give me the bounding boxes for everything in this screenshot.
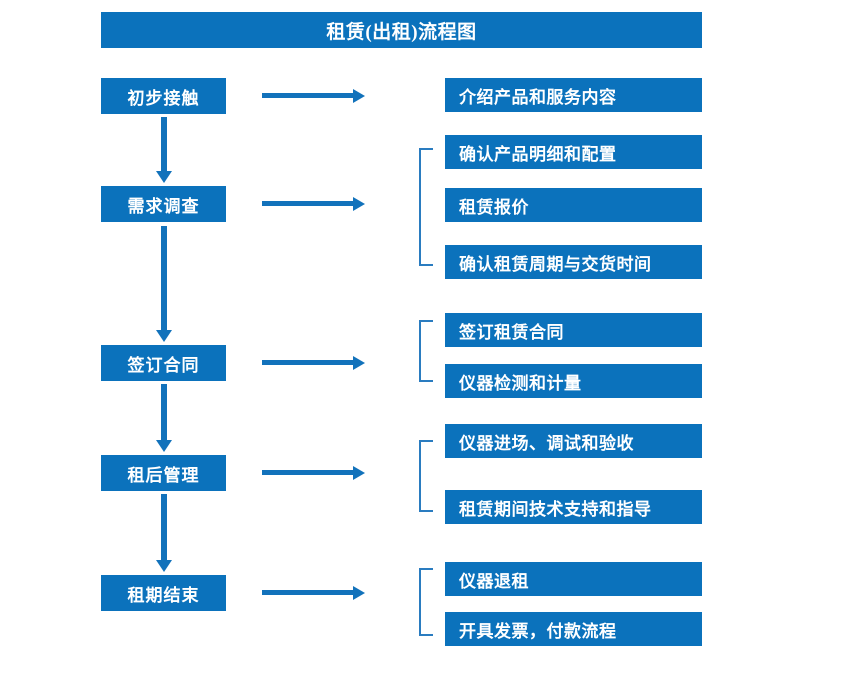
detail-box-sign-rental-contract[interactable]: 签订租赁合同 [445,313,702,347]
detail-box-instrument-return[interactable]: 仪器退租 [445,562,702,596]
down-arrow-1 [156,117,172,183]
right-arrow-5 [262,586,365,600]
down-arrow-2 [156,226,172,342]
group-bracket-rental-end [419,568,433,636]
page-title: 租赁(出租)流程图 [101,12,702,48]
detail-box-instrument-inspection-metering[interactable]: 仪器检测和计量 [445,364,702,398]
detail-box-confirm-rental-period-delivery[interactable]: 确认租赁周期与交货时间 [445,245,702,279]
detail-box-rental-quotation[interactable]: 租赁报价 [445,188,702,222]
stage-box-post-rental-management[interactable]: 租后管理 [101,455,226,491]
stage-box-rental-end[interactable]: 租期结束 [101,575,226,611]
down-arrow-4 [156,494,172,572]
right-arrow-2 [262,197,365,211]
group-bracket-needs-survey [419,148,433,266]
right-arrow-1 [262,89,365,103]
detail-box-rental-period-tech-support[interactable]: 租赁期间技术支持和指导 [445,490,702,524]
detail-box-confirm-product-details[interactable]: 确认产品明细和配置 [445,135,702,169]
group-bracket-post-rental [419,440,433,512]
right-arrow-3 [262,356,365,370]
stage-box-initial-contact[interactable]: 初步接触 [101,78,226,114]
group-bracket-sign-contract [419,320,433,382]
right-arrow-4 [262,466,365,480]
detail-box-intro-products-services[interactable]: 介绍产品和服务内容 [445,78,702,112]
stage-box-sign-contract[interactable]: 签订合同 [101,345,226,381]
stage-box-needs-survey[interactable]: 需求调查 [101,186,226,222]
down-arrow-3 [156,384,172,452]
detail-box-instrument-entry-commissioning-acceptance[interactable]: 仪器进场、调试和验收 [445,424,702,458]
detail-box-invoice-payment-process[interactable]: 开具发票，付款流程 [445,612,702,646]
